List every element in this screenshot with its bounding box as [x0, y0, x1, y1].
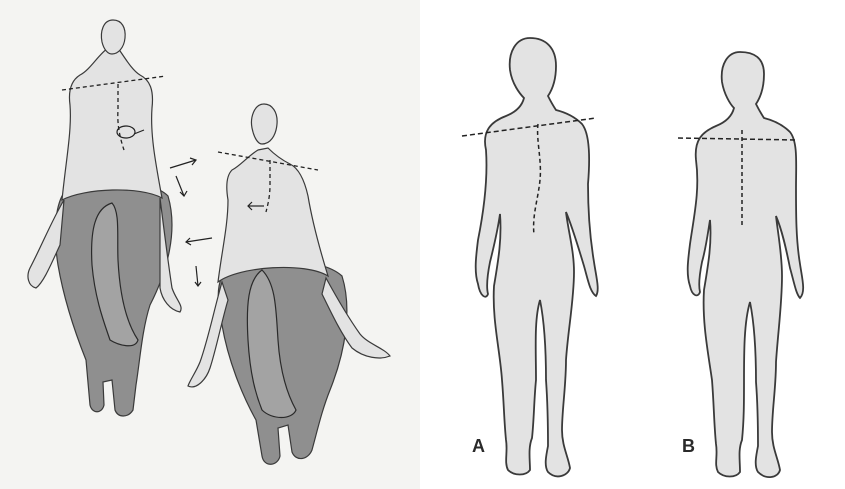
figure-b: B	[678, 52, 803, 477]
figure-b-label: B	[682, 436, 695, 456]
figure-a: A	[462, 38, 598, 476]
figure-a-body	[476, 38, 598, 476]
figure-a-label: A	[472, 436, 485, 456]
figure-b-body	[688, 52, 803, 477]
riders-panel	[0, 0, 420, 489]
rider-one-head	[101, 20, 125, 54]
